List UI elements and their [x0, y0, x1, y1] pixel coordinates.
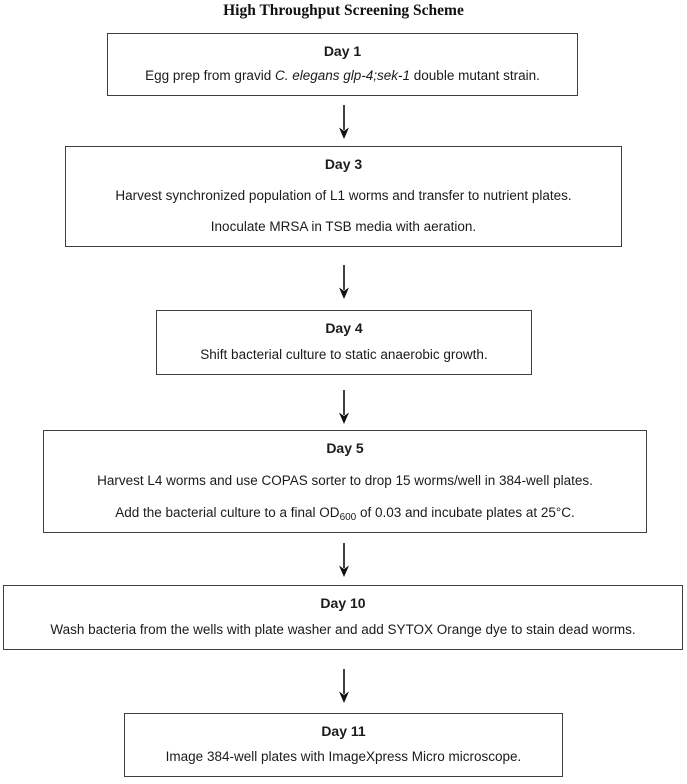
text-segment-italic: C. elegans glp-4;sek-1 — [274, 68, 411, 83]
down-arrow-icon — [339, 669, 349, 703]
down-arrow-icon — [339, 265, 349, 299]
down-arrow-icon — [339, 105, 349, 139]
text-segment-subscript: 600 — [339, 512, 357, 523]
day-label: Day 11 — [321, 723, 366, 739]
step-text: Harvest L4 worms and use COPAS sorter to… — [97, 472, 593, 488]
step-text: Shift bacterial culture to static anaero… — [200, 347, 488, 362]
flow-box-day-4: Day 4 Shift bacterial culture to static … — [156, 310, 532, 375]
flow-box-day-5: Day 5 Harvest L4 worms and use COPAS sor… — [43, 430, 647, 533]
flow-box-day-1: Day 1 Egg prep from gravid C. elegans gl… — [107, 33, 578, 96]
down-arrow-icon — [339, 390, 349, 424]
flow-box-day-3: Day 3 Harvest synchronized population of… — [65, 146, 622, 247]
text-segment: Add the bacterial culture to a final OD — [115, 505, 340, 520]
step-text: Inoculate MRSA in TSB media with aeratio… — [210, 219, 477, 234]
day-label: Day 5 — [326, 440, 364, 456]
page-title: High Throughput Screening Scheme — [223, 2, 464, 19]
step-text: Add the bacterial culture to a final OD6… — [115, 505, 575, 523]
text-segment: Egg prep from gravid — [145, 68, 275, 83]
text-segment: of 0.03 and incubate plates at 25°C. — [356, 505, 575, 520]
step-text: Wash bacteria from the wells with plate … — [50, 622, 636, 637]
flow-box-day-11: Day 11 Image 384-well plates with ImageX… — [124, 713, 563, 777]
flow-box-day-10: Day 10 Wash bacteria from the wells with… — [3, 585, 683, 650]
day-label: Day 10 — [320, 595, 366, 611]
step-text: Harvest synchronized population of L1 wo… — [115, 187, 572, 203]
step-text: Image 384-well plates with ImageXpress M… — [165, 749, 522, 764]
step-text: Egg prep from gravid C. elegans glp-4;se… — [145, 68, 540, 84]
day-label: Day 1 — [323, 43, 362, 59]
day-label: Day 3 — [324, 156, 363, 172]
text-segment: double mutant strain. — [410, 68, 540, 83]
day-label: Day 4 — [325, 320, 363, 336]
down-arrow-icon — [339, 543, 349, 577]
